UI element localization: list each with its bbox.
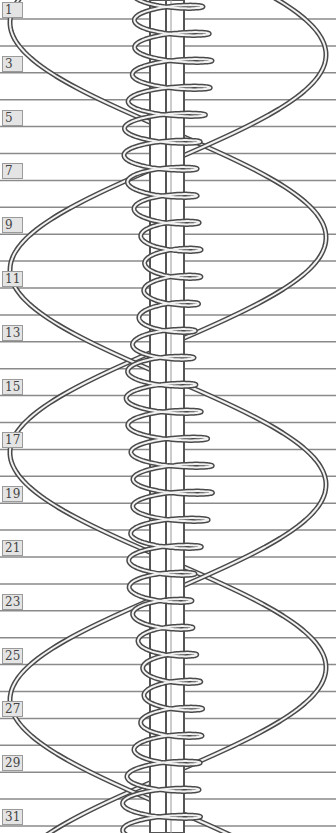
row-number: 1 bbox=[2, 2, 23, 18]
row-number: 17 bbox=[2, 432, 23, 448]
row-number: 31 bbox=[2, 809, 23, 825]
tight-coil bbox=[123, 0, 213, 833]
row-number: 29 bbox=[2, 755, 23, 771]
row-number: 7 bbox=[2, 163, 23, 179]
row-number: 15 bbox=[2, 379, 23, 395]
row-number: 3 bbox=[2, 56, 23, 72]
row-number: 21 bbox=[2, 540, 23, 556]
tight-coil bbox=[123, 0, 213, 833]
row-number: 25 bbox=[2, 648, 23, 664]
row-number: 9 bbox=[2, 217, 23, 233]
row-number: 19 bbox=[2, 486, 23, 502]
row-number: 27 bbox=[2, 701, 23, 717]
row-number: 11 bbox=[2, 271, 23, 287]
row-number: 5 bbox=[2, 110, 23, 126]
row-number: 23 bbox=[2, 594, 23, 610]
row-number: 13 bbox=[2, 325, 23, 341]
